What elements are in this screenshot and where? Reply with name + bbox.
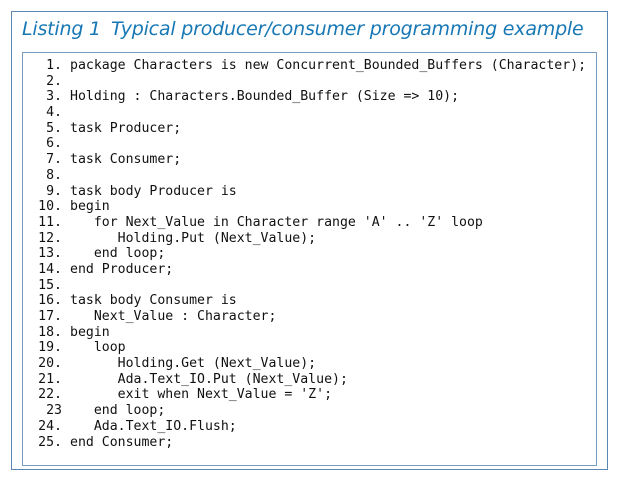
code-line: 23 end loop;	[31, 403, 586, 419]
line-code: Holding.Put (Next_Value);	[70, 230, 317, 246]
line-number: 19.	[38, 340, 62, 356]
line-number: 16.	[38, 293, 62, 309]
listing-caption: Typical producer/consumer programming ex…	[110, 18, 584, 40]
code-line: 24. Ada.Text_IO.Flush;	[31, 419, 586, 435]
line-number: 3.	[46, 89, 62, 105]
code-line: 2.	[31, 74, 586, 90]
line-number: 21.	[38, 371, 62, 387]
line-code: Holding.Get (Next_Value);	[70, 356, 317, 372]
code-line: 16. task body Consumer is	[31, 293, 586, 309]
line-number: 25.	[38, 434, 62, 450]
code-line: 20. Holding.Get (Next_Value);	[31, 356, 586, 372]
line-number: 15.	[38, 277, 62, 293]
code-line: 12. Holding.Put (Next_Value);	[31, 231, 586, 247]
line-number: 6.	[46, 136, 62, 152]
code-line: 4.	[31, 105, 586, 121]
line-code: package Characters is new Concurrent_Bou…	[70, 58, 587, 73]
code-line: 1. package Characters is new Concurrent_B…	[31, 58, 586, 74]
code-line: 19. loop	[31, 340, 586, 356]
line-number: 18.	[38, 324, 62, 340]
code-line: 11. for Next_Value in Character range 'A…	[31, 215, 586, 231]
line-code: end loop;	[70, 246, 166, 262]
listing-number: Listing 1	[22, 18, 101, 40]
code-line: 25. end Consumer;	[31, 435, 586, 451]
code-line: 6.	[31, 136, 586, 152]
line-code: Ada.Text_IO.Flush;	[70, 418, 237, 434]
listing-frame: Listing 1 Typical producer/consumer progr…	[11, 11, 608, 470]
line-code: for Next_Value in Character range 'A' ..…	[70, 214, 483, 230]
line-code: task body Consumer is	[70, 293, 237, 309]
listing-title: Listing 1 Typical producer/consumer progr…	[22, 18, 584, 40]
line-number: 23	[46, 403, 62, 419]
code-line: 10. begin	[31, 199, 586, 215]
line-number: 20.	[38, 356, 62, 372]
line-number: 1.	[46, 58, 62, 73]
code-line: 8.	[31, 168, 586, 184]
code-line: 15.	[31, 278, 586, 294]
line-number: 9.	[46, 183, 62, 199]
code-line: 13. end loop;	[31, 246, 586, 262]
line-number: 14.	[38, 261, 62, 277]
line-code: Next_Value : Character;	[70, 309, 277, 324]
code-line: 22. exit when Next_Value = 'Z';	[31, 387, 586, 403]
code-listing: 1. package Characters is new Concurrent_B…	[31, 58, 586, 450]
line-number: 22.	[38, 387, 62, 403]
code-box: 1. package Characters is new Concurrent_B…	[22, 52, 597, 466]
line-code: task body Producer is	[70, 183, 237, 199]
line-code: task Consumer;	[70, 152, 182, 168]
code-line: 14. end Producer;	[31, 262, 586, 278]
code-line: 18. begin	[31, 325, 586, 341]
code-line: 9. task body Producer is	[31, 184, 586, 200]
code-line: 3. Holding : Characters.Bounded_Buffer (S…	[31, 89, 586, 105]
line-number: 5.	[46, 120, 62, 136]
line-number: 13.	[38, 246, 62, 262]
line-number: 10.	[38, 199, 62, 215]
code-line: 17. Next_Value : Character;	[31, 309, 586, 325]
line-code: exit when Next_Value = 'Z';	[70, 387, 333, 403]
line-code: end loop;	[70, 403, 166, 419]
line-code: loop	[70, 340, 126, 356]
line-code: end Producer;	[70, 261, 174, 277]
line-code: begin	[70, 199, 110, 215]
code-line: 7. task Consumer;	[31, 152, 586, 168]
line-number: 4.	[46, 105, 62, 121]
line-number: 17.	[38, 309, 62, 324]
line-code: Holding : Characters.Bounded_Buffer (Siz…	[70, 89, 460, 105]
line-number: 2.	[46, 73, 62, 89]
line-number: 7.	[46, 152, 62, 168]
line-number: 8.	[46, 167, 62, 183]
line-number: 11.	[38, 214, 62, 230]
code-line: 21. Ada.Text_IO.Put (Next_Value);	[31, 372, 586, 388]
line-number: 12.	[38, 230, 62, 246]
line-code: Ada.Text_IO.Put (Next_Value);	[70, 371, 348, 387]
code-line: 5. task Producer;	[31, 121, 586, 137]
line-code: end Consumer;	[70, 434, 174, 450]
line-number: 24.	[38, 418, 62, 434]
line-code: begin	[70, 324, 110, 340]
line-code: task Producer;	[70, 120, 182, 136]
